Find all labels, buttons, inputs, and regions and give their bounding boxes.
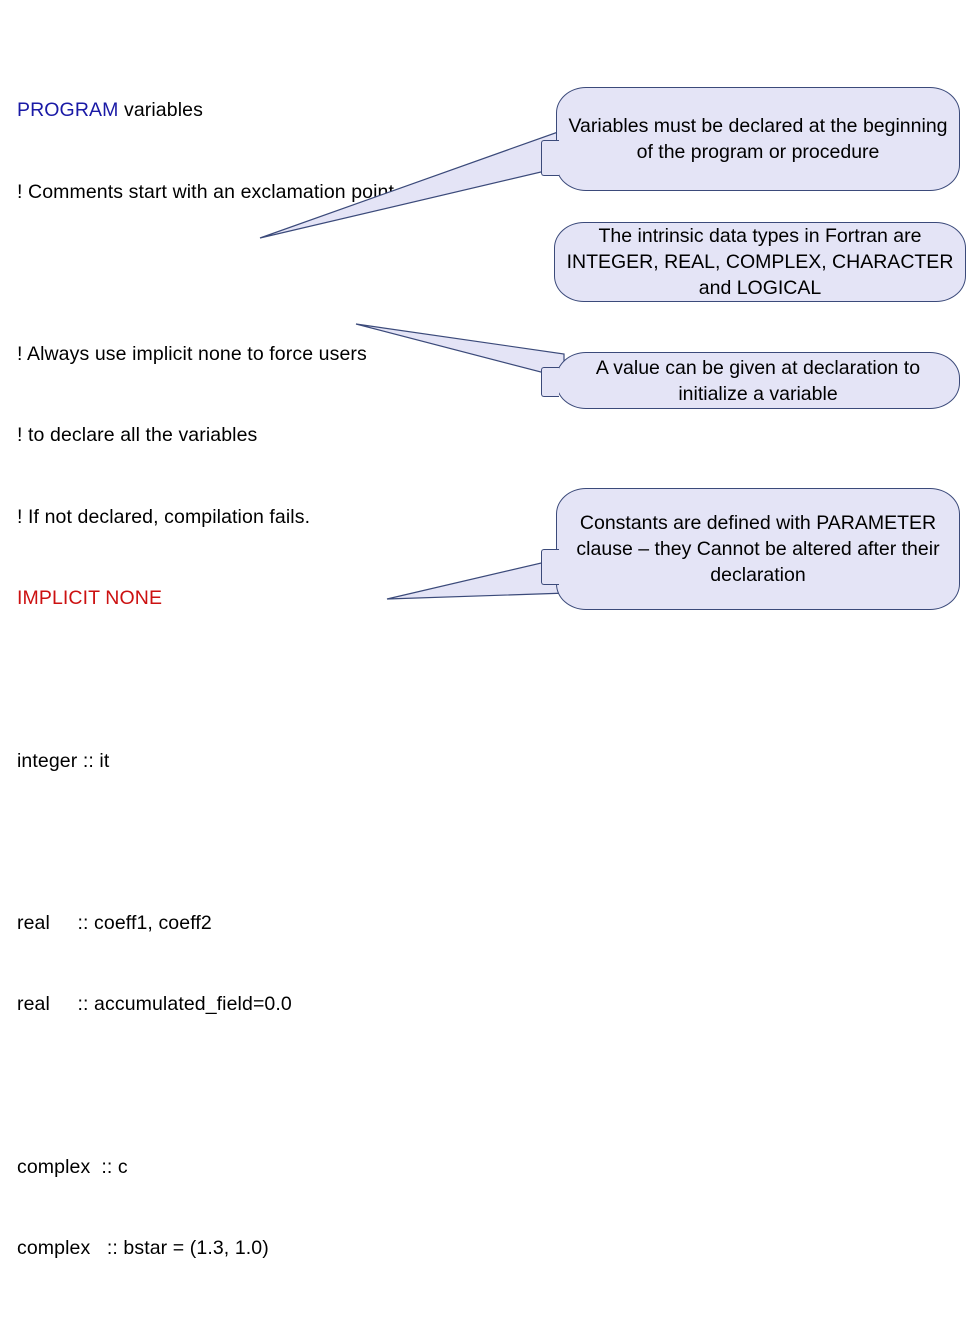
code-line-9: integer :: it bbox=[17, 749, 110, 772]
callout-tail-1 bbox=[259, 131, 559, 239]
code-line-1-text: variables bbox=[118, 99, 203, 122]
slide-canvas: PROGRAM variables ! Comments start with … bbox=[17, 87, 966, 1260]
callout-declaration-position-text: Variables must be declared at the beginn… bbox=[568, 115, 948, 163]
callout-parameter-constants[interactable]: Constants are defined with PARAMETER cla… bbox=[541, 488, 960, 610]
callout-tail-3 bbox=[355, 323, 565, 379]
code-line-1: PROGRAM variables bbox=[17, 97, 547, 124]
code-line-11: real :: coeff1, coeff2 bbox=[17, 912, 212, 935]
code-line-10-blank bbox=[17, 829, 547, 856]
keyword-program: PROGRAM bbox=[17, 99, 119, 122]
callout-initialize-value-text: A value can be given at declaration to i… bbox=[595, 356, 921, 405]
code-line-13-blank bbox=[17, 1073, 547, 1100]
code-line-15: complex :: bstar = (1.3, 1.0) bbox=[17, 1237, 269, 1260]
callout-intrinsic-types[interactable]: The intrinsic data types in Fortran are … bbox=[554, 222, 966, 302]
callout-parameter-constants-text: Constants are defined with PARAMETER cla… bbox=[576, 512, 940, 586]
code-line-16-blank bbox=[17, 1317, 547, 1344]
callout-initialize-value[interactable]: A value can be given at declaration to i… bbox=[541, 352, 960, 409]
code-line-3-blank bbox=[17, 260, 547, 287]
keyword-implicit-none: IMPLICIT NONE bbox=[17, 586, 163, 609]
callout-intrinsic-types-text: The intrinsic data types in Fortran are … bbox=[566, 225, 954, 299]
code-line-4: ! Always use implicit none to force user… bbox=[17, 343, 367, 366]
code-line-6: ! If not declared, compilation fails. bbox=[17, 505, 311, 528]
code-line-5: ! to declare all the variables bbox=[17, 424, 258, 447]
code-line-7: IMPLICIT NONE bbox=[17, 585, 547, 612]
callout-declaration-position[interactable]: Variables must be declared at the beginn… bbox=[541, 87, 960, 191]
code-line-12: real :: accumulated_field=0.0 bbox=[17, 993, 292, 1016]
code-line-14: complex :: c bbox=[17, 1155, 128, 1178]
code-line-8-blank bbox=[17, 666, 547, 693]
